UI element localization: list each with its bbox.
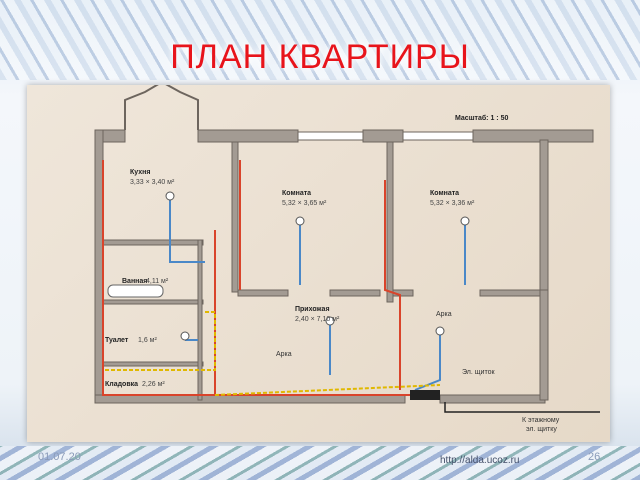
room1-name: Комната (282, 190, 311, 197)
frost-decoration-top (0, 0, 640, 80)
cable-to-floor-panel (444, 402, 600, 413)
frost-decoration-bottom (0, 446, 640, 480)
hall-name: Прихожая (295, 306, 330, 313)
slide-page-number: 26 (588, 451, 601, 463)
hall-size: 2,40 × 7,10 м² (295, 316, 340, 323)
wiring (102, 160, 466, 396)
storage-size: 2,26 м² (142, 381, 165, 388)
to-floor-panel-label-1: К этажному (522, 417, 560, 424)
windows (297, 131, 474, 141)
balcony (124, 80, 199, 130)
floor-plan: Масштаб: 1 : 50 Кухня 3,33 × 3,40 м² Ком… (94, 80, 600, 433)
slide-title: ПЛАН КВАРТИРЫ (170, 38, 470, 76)
panel-label: Эл. щиток (462, 369, 495, 376)
room2-name: Комната (430, 190, 459, 197)
room2-size: 5,32 × 3,36 м² (430, 200, 475, 207)
toilet-name: Туалет (105, 337, 129, 344)
light-fixtures (165, 191, 470, 341)
room1-size: 5,32 × 3,65 м² (282, 200, 327, 207)
arch-label-right: Арка (436, 311, 452, 318)
bath-size: 4,11 м² (146, 278, 169, 285)
scale-label: Масштаб: 1 : 50 (455, 114, 508, 122)
floor-plan-image: Масштаб: 1 : 50 Кухня 3,33 × 3,40 м² Ком… (27, 80, 610, 442)
toilet-size: 1,6 м² (138, 337, 157, 344)
electrical-panel (410, 390, 440, 400)
kitchen-size: 3,33 × 3,40 м² (130, 179, 175, 186)
slide-date: 01.07.20 (38, 451, 81, 463)
walls (94, 129, 594, 404)
storage-name: Кладовка (105, 381, 138, 388)
bathtub (107, 284, 164, 298)
to-floor-panel-label-2: эл. щитку (526, 426, 557, 433)
bath-name: Ванная (122, 278, 147, 285)
kitchen-name: Кухня (130, 169, 150, 176)
arch-label-left: Арка (276, 351, 292, 358)
slide-url: http://alda.ucoz.ru (440, 455, 520, 466)
